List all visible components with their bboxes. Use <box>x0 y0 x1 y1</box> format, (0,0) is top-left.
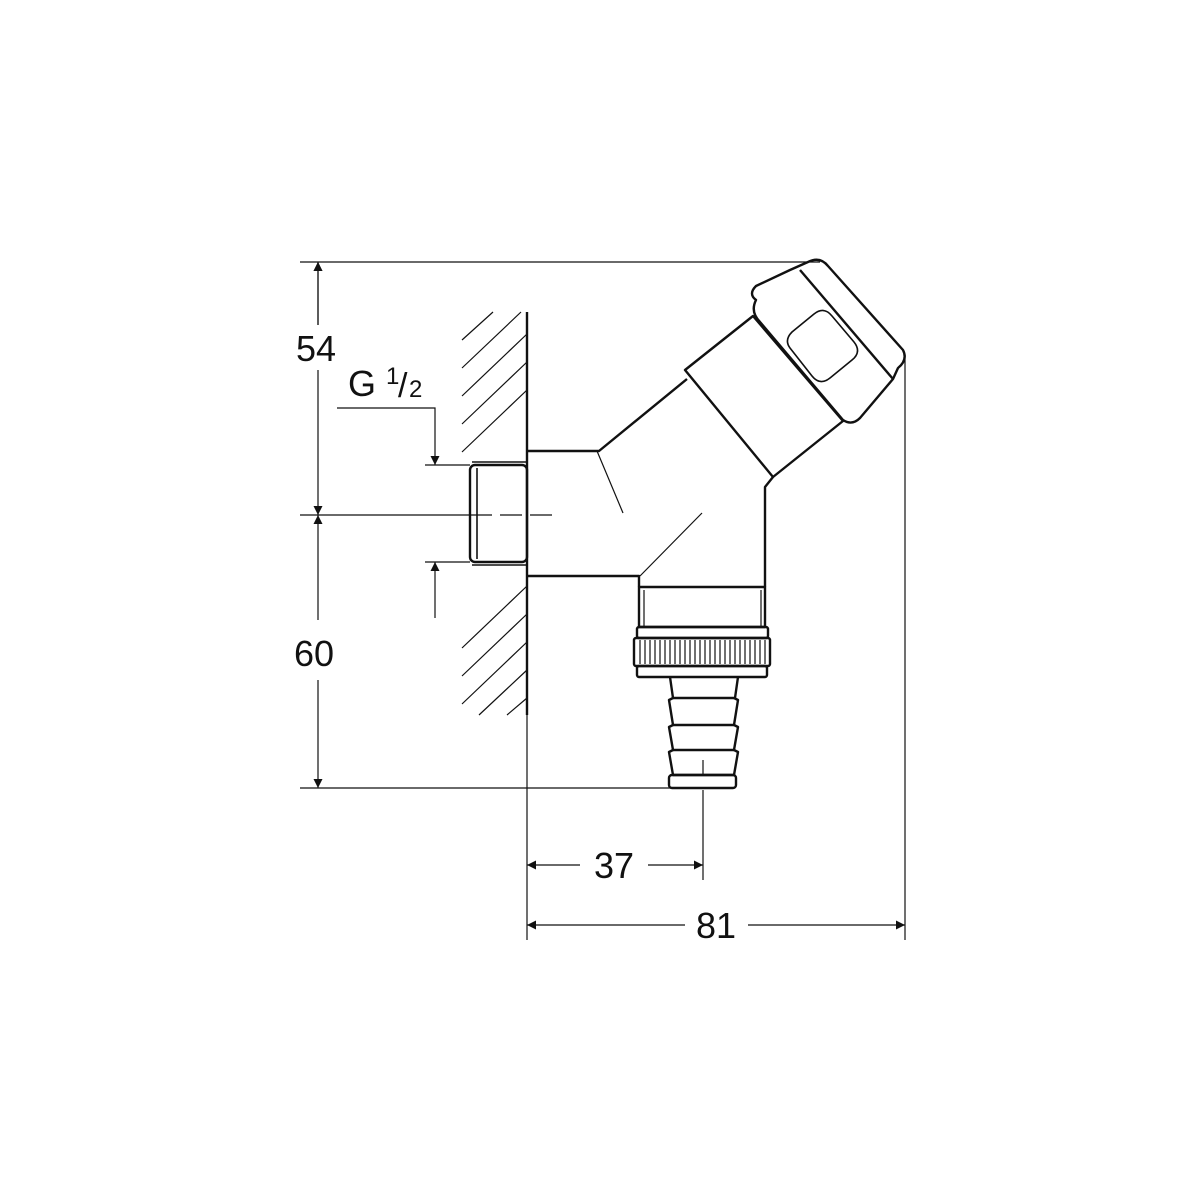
knurled-nut[interactable] <box>632 625 772 679</box>
hatch-line <box>461 311 494 341</box>
dimension-60-label: 60 <box>294 633 334 674</box>
thread-label-denominator: 2 <box>409 376 422 403</box>
hose-barb <box>667 676 740 790</box>
thread-label-numerator: 1 <box>386 363 399 390</box>
dimension-60: 60 <box>294 515 334 788</box>
dimension-54: 54 <box>290 262 346 515</box>
dimension-81: 81 <box>527 905 905 946</box>
dimension-37-label: 37 <box>594 845 634 886</box>
dimension-54-label: 54 <box>296 328 336 369</box>
dimension-81-label: 81 <box>696 905 736 946</box>
wall-hatching <box>461 311 529 716</box>
outlet-connector <box>637 585 767 629</box>
valve-body <box>468 258 906 790</box>
hatch-line <box>461 613 528 677</box>
thread-label-prefix: G <box>348 363 376 404</box>
thread-callout: G 1 / 2 <box>337 363 440 618</box>
hatch-line <box>478 669 528 716</box>
dimension-37: 37 <box>527 845 703 886</box>
hatch-line <box>461 333 528 397</box>
valve-collar <box>683 314 845 479</box>
handwheel-cap[interactable] <box>750 258 906 424</box>
hatch-line <box>461 311 522 369</box>
inlet-thread <box>468 461 529 566</box>
hatch-line <box>506 697 528 716</box>
hatch-line <box>461 585 528 649</box>
hatch-line <box>461 361 528 425</box>
hatch-line <box>461 389 528 453</box>
hatch-line <box>461 641 528 705</box>
thread-label-slash: / <box>398 367 408 405</box>
